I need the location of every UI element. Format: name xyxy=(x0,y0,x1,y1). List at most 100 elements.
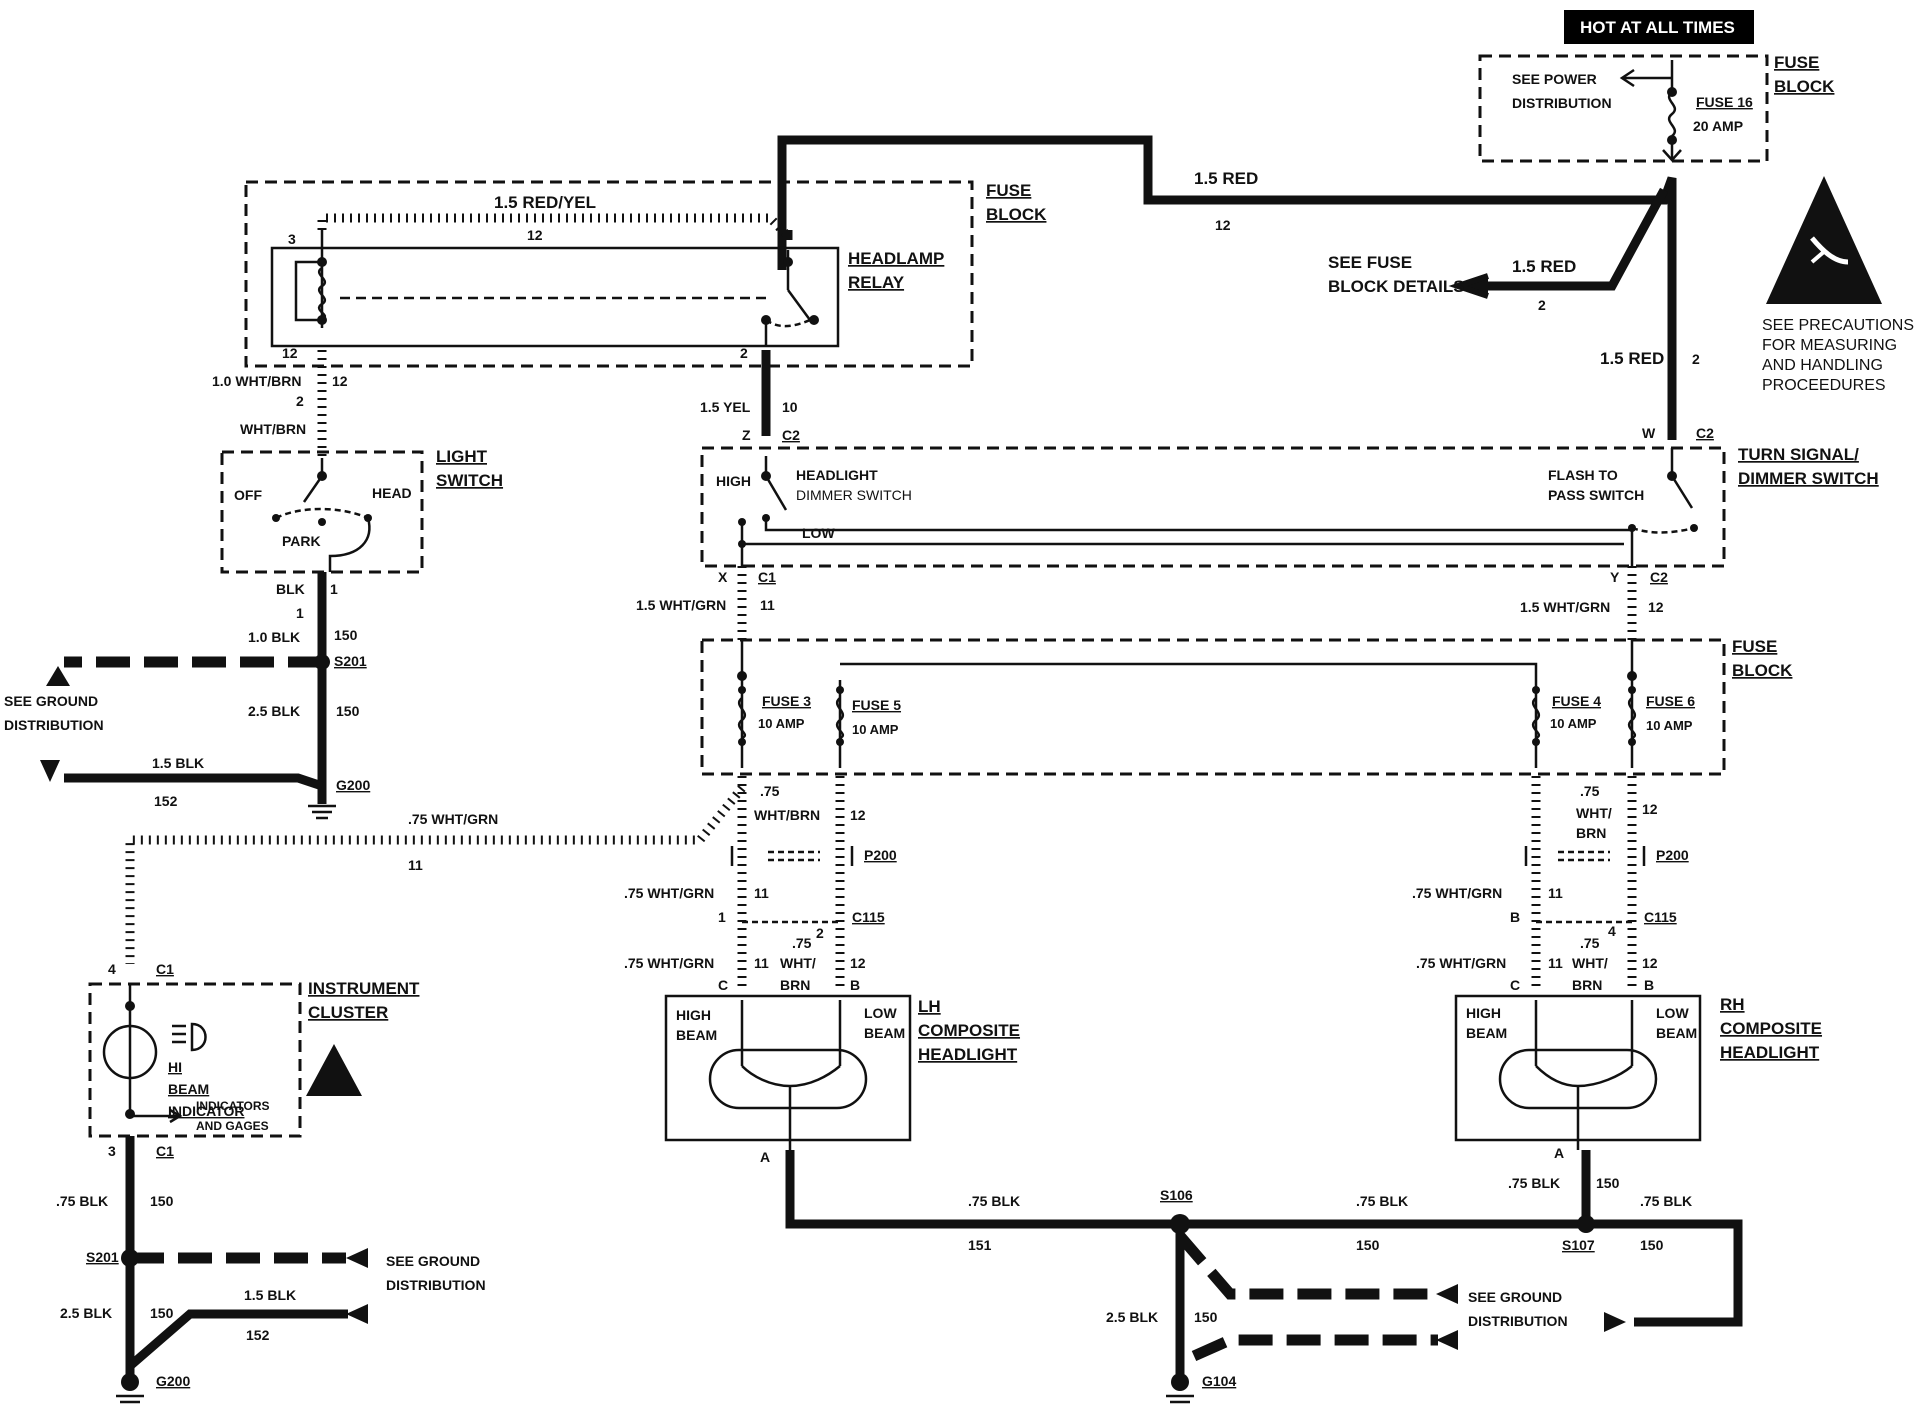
flash-to-label: FLASH TO xyxy=(1548,467,1618,483)
rh-headlight-title-3: HEADLIGHT xyxy=(1720,1043,1820,1062)
wire-blk-switch-pin-2: 1 xyxy=(296,605,304,621)
wire-cl-blk15 xyxy=(127,1309,348,1370)
connector-c115-left: C115 xyxy=(852,909,885,925)
fuse16-amp-label: 20 AMP xyxy=(1693,118,1743,134)
splice-s201-bottom-label: S201 xyxy=(86,1249,119,1265)
light-switch-title-2: SWITCH xyxy=(436,471,503,490)
wire-wht-brn-relay-pin: 2 xyxy=(296,393,304,409)
wire-blk-switch-pin: 1 xyxy=(330,581,338,597)
rh-wire-wht: WHT/ xyxy=(1576,805,1612,821)
relay-pin-2: 2 xyxy=(740,345,748,361)
wire-wht-grn-x-circuit: 11 xyxy=(760,597,775,613)
cluster-title: INSTRUMENT xyxy=(308,979,420,998)
connector-lh-a: A xyxy=(760,1149,770,1165)
wire-blk15-top xyxy=(64,773,324,791)
wire-cl-blk15: 1.5 BLK xyxy=(244,1287,296,1303)
wire-1-5-red-top xyxy=(777,135,1677,440)
splice-s107 xyxy=(1577,1215,1595,1233)
wire-bot-blk75c: .75 BLK xyxy=(1508,1175,1560,1191)
wire-ground-dist-3b xyxy=(1191,1334,1438,1362)
ground-dist-arrow-icon-2b xyxy=(346,1248,368,1268)
lh-wire-75: .75 xyxy=(760,783,780,799)
lh-headlight-title: LH xyxy=(918,997,941,1016)
rh-wire-wht-grn-1: .75 WHT/GRN xyxy=(1412,885,1502,901)
wire-yel-label: 1.5 YEL xyxy=(700,399,751,415)
connector-p200-left: P200 xyxy=(864,847,897,863)
wire-red-fuse-circuit: 2 xyxy=(1538,297,1546,313)
lh-wire-wht-grn-1: .75 WHT/GRN xyxy=(624,885,714,901)
dimmer-pin-w: W xyxy=(1642,425,1656,441)
rh-wire-wht-brn-2-ckt: 12 xyxy=(1642,955,1658,971)
pass-switch-label: PASS SWITCH xyxy=(1548,487,1644,503)
dimmer-pin-z: Z xyxy=(742,427,751,443)
wire-cl-blk25-ckt: 150 xyxy=(150,1305,174,1321)
wire-blk-switch-label: BLK xyxy=(276,581,305,597)
p200-brackets xyxy=(730,846,1646,866)
hi-beam-indicator-bulb-icon xyxy=(102,1024,158,1080)
dimmer-switch-label: DIMMER SWITCH xyxy=(796,487,912,503)
esd-notice-line-3: AND HANDLING xyxy=(1762,357,1883,374)
see-power-label: SEE POWER xyxy=(1512,71,1597,87)
dimmer-c1: C1 xyxy=(758,569,776,585)
dimmer-low: LOW xyxy=(802,525,835,541)
wire-bot-blk25-label: 2.5 BLK xyxy=(1106,1309,1158,1325)
ground-g104-icon xyxy=(1166,1394,1194,1404)
dimmer-headlight-label: HEADLIGHT xyxy=(796,467,878,483)
fuse3-icon xyxy=(737,697,747,740)
fuse4-label: FUSE 4 xyxy=(1552,693,1601,709)
dimmer-pin-x: X xyxy=(718,569,728,585)
fuse6-label: FUSE 6 xyxy=(1646,693,1695,709)
rh-high-beam-2: BEAM xyxy=(1466,1025,1507,1041)
hot-at-all-times-badge xyxy=(1564,10,1754,44)
wire-bot-blk75d-ckt: 150 xyxy=(1640,1237,1664,1253)
lh-headlight-box xyxy=(664,994,912,1142)
wire-wht-brn-switch-label: WHT/BRN xyxy=(240,421,306,437)
instrument-cluster-box xyxy=(88,982,302,1138)
fuse-block-top-title-2: BLOCK xyxy=(1774,77,1835,96)
fuse-block-relay xyxy=(244,180,974,368)
relay-pin-12: 12 xyxy=(282,345,298,361)
ground-g104-label: G104 xyxy=(1202,1373,1236,1389)
lh-low-beam-2: BEAM xyxy=(864,1025,905,1041)
wire-red-top-label: 1.5 RED xyxy=(1194,169,1258,188)
cluster-c1-a: C1 xyxy=(156,961,174,977)
turn-signal-dimmer-box xyxy=(700,446,1726,568)
wire-ground-dist-3a xyxy=(1175,1232,1438,1300)
wire-wht-grn-x-label: 1.5 WHT/GRN xyxy=(636,597,726,613)
lh-high-beam: HIGH xyxy=(676,1007,711,1023)
headlamp-relay-title: HEADLAMP xyxy=(848,249,944,268)
lh-bulb-icon xyxy=(708,1048,868,1110)
fuse5-label: FUSE 5 xyxy=(852,697,901,713)
rh-wire-75-b: .75 xyxy=(1580,935,1600,951)
wire-red-top-circuit: 12 xyxy=(1215,217,1231,233)
cluster-indicators-label: INDICATORS xyxy=(196,1099,270,1113)
rh-wire-brn: BRN xyxy=(1576,825,1606,841)
see-ground-3-label: SEE GROUND xyxy=(1468,1289,1562,1305)
connector-rh-a: A xyxy=(1554,1145,1564,1161)
wire-cl-blk15-ckt: 152 xyxy=(246,1327,270,1343)
ground-dist-arrow-icon-3 xyxy=(1604,1312,1626,1332)
light-switch-park: PARK xyxy=(282,533,321,549)
wire-1-5-red-yel xyxy=(317,213,792,240)
splice-s106-label: S106 xyxy=(1160,1187,1193,1203)
fuse16-label: FUSE 16 xyxy=(1696,94,1753,110)
esd-notice-line-1: SEE PRECAUTIONS xyxy=(1762,317,1914,334)
fuse6-icon xyxy=(1627,697,1637,740)
wire-cl-blk25: 2.5 BLK xyxy=(60,1305,112,1321)
ground-g200-bottom-label: G200 xyxy=(156,1373,190,1389)
wire-yel-circuit: 10 xyxy=(782,399,798,415)
fuse6-amp: 10 AMP xyxy=(1646,718,1693,733)
ground-g200-top-icon xyxy=(308,804,336,820)
wire-blk15-top-circuit: 152 xyxy=(154,793,178,809)
wire-wht-grn-cluster-label: .75 WHT/GRN xyxy=(408,811,498,827)
wire-red-yel-circuit: 12 xyxy=(527,227,543,243)
wire-bot-blk75d: .75 BLK xyxy=(1640,1193,1692,1209)
relay-contact-icon xyxy=(786,289,812,321)
hot-at-all-times-label: HOT AT ALL TIMES xyxy=(1580,18,1735,37)
dimmer-c2-b: C2 xyxy=(1696,425,1714,441)
rh-wire-brn-b: BRN xyxy=(1572,977,1602,993)
cluster-gages-label: AND GAGES xyxy=(196,1119,269,1133)
rh-wire-wht-grn-2: .75 WHT/GRN xyxy=(1416,955,1506,971)
see-power-label-2: DISTRIBUTION xyxy=(1512,95,1612,111)
